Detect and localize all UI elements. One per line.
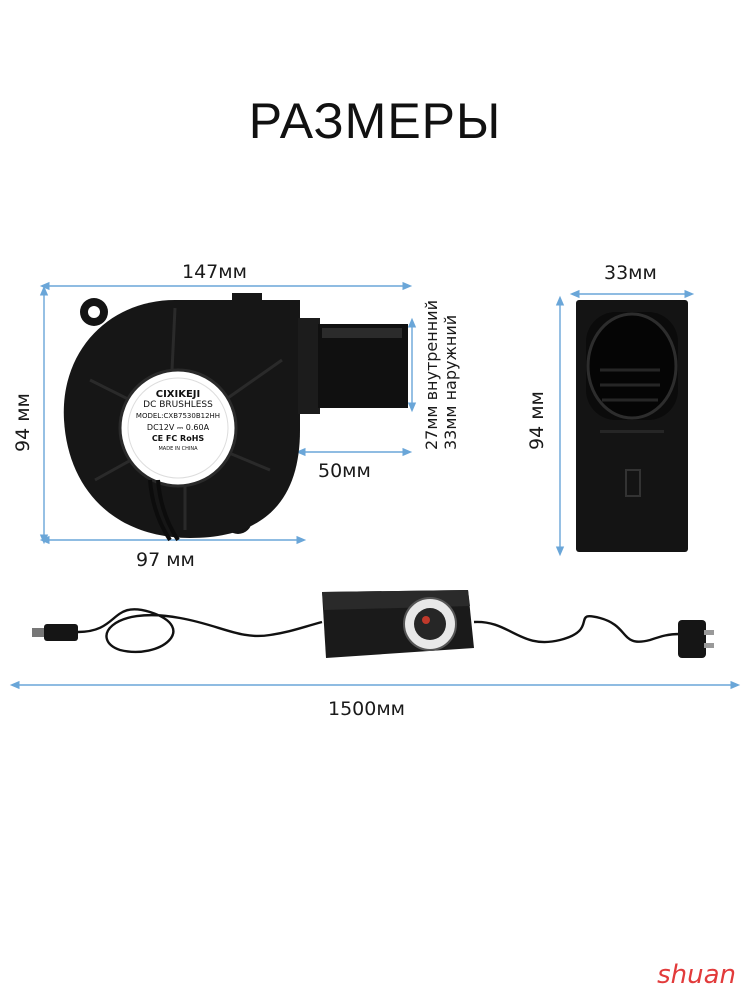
label-line3: DC12V ⎓ 0.60A bbox=[146, 423, 210, 432]
dim-label-33: 33мм bbox=[604, 262, 657, 284]
label-plate: CIXIKEJI DC BRUSHLESS MODEL:CXB7530B12HH… bbox=[128, 389, 228, 455]
dim-label-outer: 33мм наружний bbox=[441, 314, 460, 450]
label-made: MADE IN CHINA bbox=[158, 446, 198, 452]
dim-label-94-right: 94 мм bbox=[526, 391, 548, 450]
dim-label-1500: 1500мм bbox=[328, 698, 406, 720]
dimension-lines bbox=[9, 281, 741, 690]
dim-label-147: 147мм bbox=[182, 261, 247, 283]
label-line1: DC BRUSHLESS bbox=[143, 400, 213, 410]
cable-with-controller bbox=[32, 590, 714, 658]
blower-front-view bbox=[63, 293, 408, 542]
dim-label-outlet-diameter: 27мм внутренний 33мм наружний bbox=[422, 300, 460, 450]
dim-label-50: 50мм bbox=[318, 460, 371, 482]
page-title: РАЗМЕРЫ bbox=[248, 93, 502, 149]
label-cert: CE FC RoHS bbox=[151, 434, 205, 443]
label-line2: MODEL:CXB7530B12HH bbox=[135, 412, 221, 420]
watermark: shuan bbox=[657, 960, 736, 990]
dim-label-97: 97 мм bbox=[136, 549, 195, 571]
blower-side-view bbox=[576, 300, 688, 552]
dim-label-94-left: 94 мм bbox=[12, 393, 34, 452]
dim-label-inner: 27мм внутренний bbox=[422, 300, 441, 450]
label-brand: CIXIKEJI bbox=[155, 389, 201, 400]
